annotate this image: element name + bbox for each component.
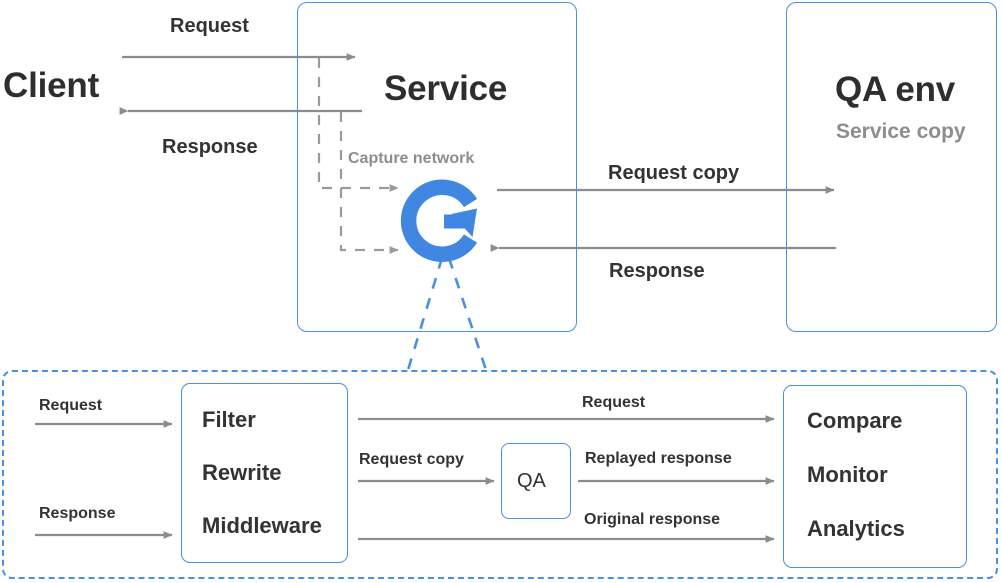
- flow-label-request-copy: Request copy: [608, 162, 740, 184]
- qa-box[interactable]: [501, 443, 571, 519]
- processor-item-middleware: Middleware: [202, 513, 322, 538]
- panel-flow-label-request-copy: Request copy: [359, 451, 464, 468]
- processor-box[interactable]: [181, 383, 348, 563]
- service-label: Service: [384, 69, 508, 108]
- flow-label-response: Response: [162, 136, 258, 158]
- qa-env-sublabel: Service copy: [836, 120, 966, 143]
- panel-flow-label-in-response: Response: [39, 505, 116, 522]
- client-label: Client: [3, 66, 100, 105]
- processor-item-filter: Filter: [202, 407, 256, 432]
- qa-env-label: QA env: [835, 70, 956, 109]
- panel-flow-label-original-response: Original response: [584, 511, 721, 528]
- capture-detail-panel: [2, 370, 998, 579]
- qa-label: QA: [517, 470, 546, 492]
- output-box[interactable]: [783, 385, 967, 568]
- qa-env-box[interactable]: [786, 2, 997, 332]
- flow-label-capture-network: Capture network: [348, 150, 475, 167]
- service-box[interactable]: [297, 2, 577, 332]
- panel-flow-label-request: Request: [582, 394, 646, 411]
- flow-label-request: Request: [170, 15, 249, 37]
- panel-flow-label-in-request: Request: [39, 397, 103, 414]
- processor-item-rewrite: Rewrite: [202, 460, 282, 485]
- output-item-compare: Compare: [807, 408, 903, 433]
- output-item-analytics: Analytics: [807, 516, 905, 541]
- panel-flow-label-replayed-response: Replayed response: [585, 450, 732, 467]
- flow-label-response-from-qa: Response: [609, 260, 705, 282]
- output-item-monitor: Monitor: [807, 462, 888, 487]
